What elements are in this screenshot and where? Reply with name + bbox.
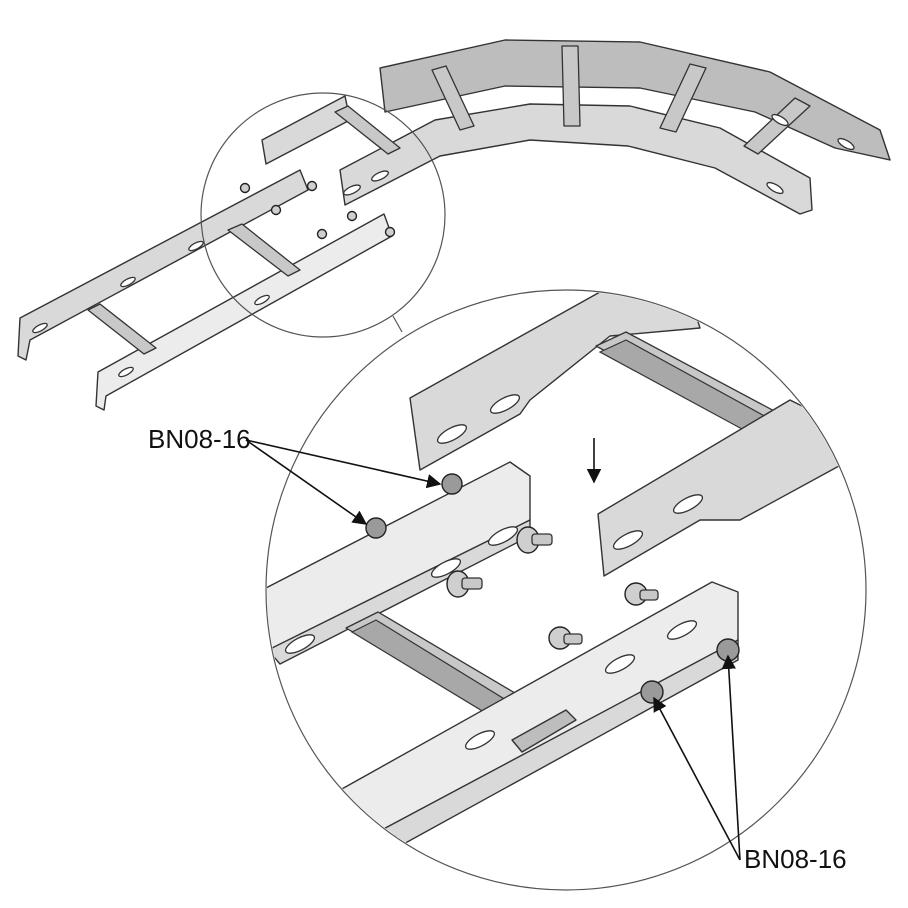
detail-bolts: [446, 526, 659, 650]
callout-label-upper: BN08-16: [148, 424, 251, 454]
nut-upper-b: [365, 517, 387, 539]
bolt-2: [446, 570, 483, 598]
straight-back-rail: [17, 169, 309, 361]
nut-upper-a: [441, 473, 463, 495]
bend-rail-slots: [343, 113, 855, 196]
curved-bend-section: [339, 39, 891, 215]
callout-upper: BN08-16: [148, 424, 442, 525]
bend-inner-rail: [339, 103, 813, 215]
detail-connector-line: [392, 315, 403, 333]
detail-splice-plate: [511, 709, 577, 753]
bolt-1: [516, 526, 553, 554]
detail-right-rail: [597, 399, 851, 577]
bolt-3: [624, 582, 659, 606]
straight-back-rail-stub: [261, 95, 351, 165]
overview-slots: [32, 240, 270, 378]
detail-indicator-circle: [200, 92, 446, 338]
bend-rungs: [431, 45, 811, 155]
overview-bolts: [239, 180, 396, 240]
straight-ladder-section: [17, 95, 401, 411]
callout-label-lower: BN08-16: [744, 844, 847, 874]
nut-lower-a: [640, 680, 664, 704]
bend-outer-rail: [379, 39, 891, 161]
callout-lower: BN08-16: [653, 654, 847, 874]
enlarged-detail-view: [265, 289, 867, 891]
straight-rungs: [87, 105, 401, 355]
bolt-4: [548, 626, 583, 650]
straight-front-rail: [95, 213, 393, 411]
